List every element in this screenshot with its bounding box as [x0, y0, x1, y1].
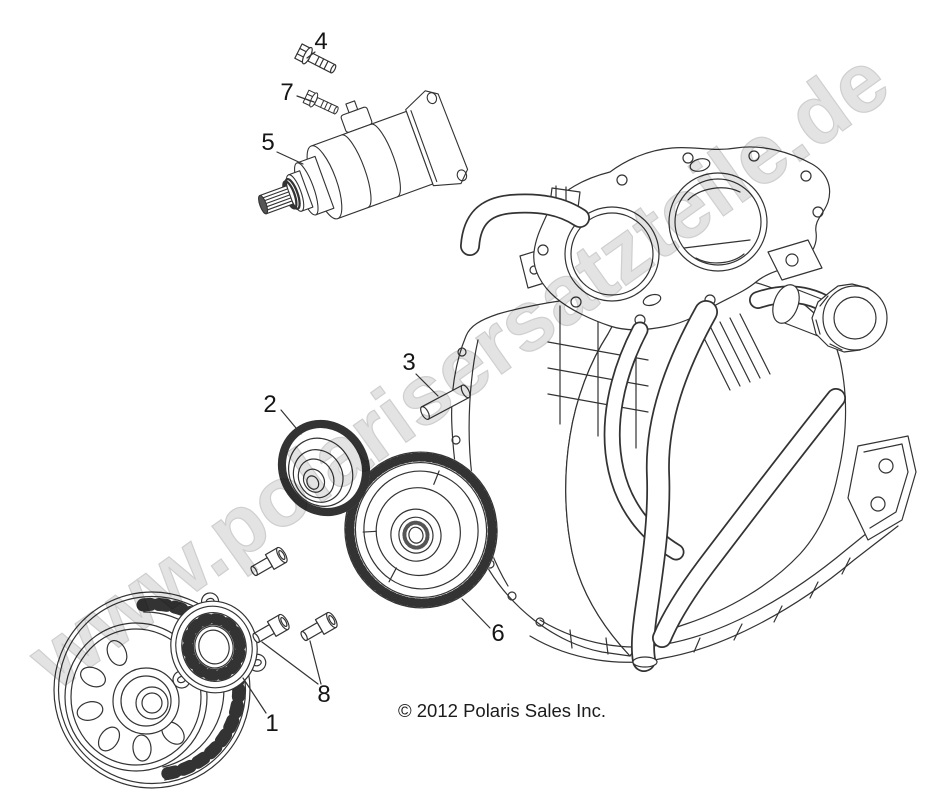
callout-6-label: 6	[491, 620, 504, 647]
bolt-7	[302, 89, 339, 115]
starter-motor-drawing	[258, 90, 469, 220]
leader-lines	[242, 51, 491, 714]
callout-2-label: 2	[263, 391, 276, 418]
leader-line-3	[415, 373, 439, 397]
callout-4-label: 4	[314, 28, 327, 55]
callout-7-label: 7	[280, 79, 293, 106]
leader-line-4	[306, 51, 316, 59]
dowel-pin-3	[420, 384, 471, 420]
leader-line-8b	[309, 640, 322, 685]
clutch-plate-1	[170, 592, 267, 694]
leader-line-6	[461, 598, 491, 629]
bolt-8b	[252, 613, 290, 644]
copyright-text: © 2012 Polaris Sales Inc.	[398, 700, 606, 721]
leader-line-5	[276, 151, 304, 165]
oil-filter	[772, 283, 888, 353]
idler-gear-2	[277, 419, 371, 517]
bolt-4	[294, 43, 337, 74]
callout-5-label: 5	[261, 129, 274, 156]
hoses	[460, 193, 857, 672]
bolts-8	[250, 546, 338, 644]
callout-3-label: 3	[402, 349, 415, 376]
callouts: 1 2 3 4 5 6 7 8	[261, 28, 504, 737]
leader-line-1	[242, 677, 267, 714]
bolt-8a	[250, 546, 288, 577]
leader-line-7	[296, 95, 315, 103]
mount-bracket	[847, 435, 917, 541]
leader-line-2	[280, 409, 302, 435]
callout-1-label: 1	[265, 710, 278, 737]
leader-line-8a	[261, 641, 319, 685]
callout-8-label: 8	[317, 681, 330, 708]
engine-block-drawing	[451, 146, 917, 672]
ring-gear-6	[343, 451, 499, 609]
bolt-8c	[300, 611, 338, 642]
